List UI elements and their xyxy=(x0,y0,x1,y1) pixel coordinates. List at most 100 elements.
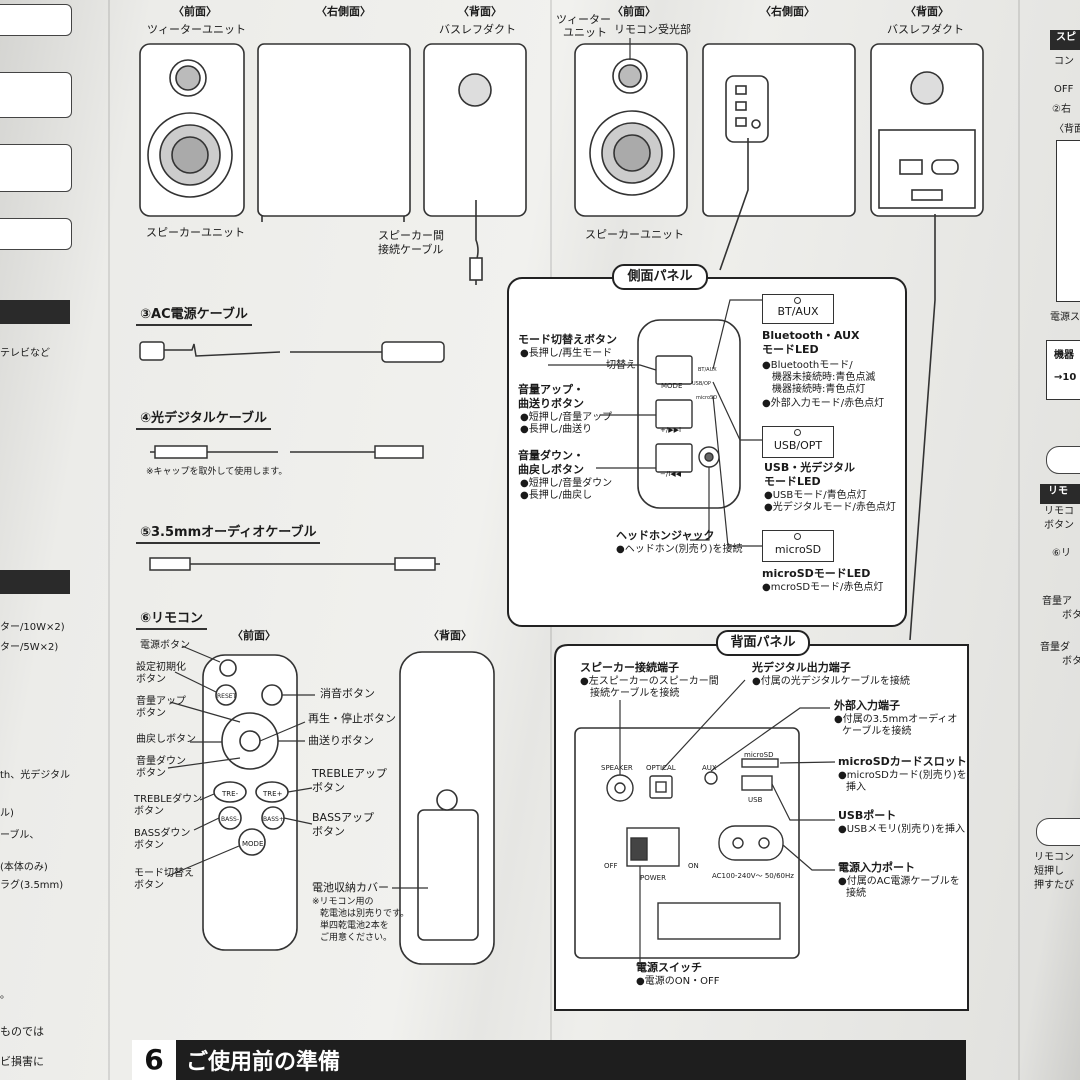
label-speaker-unit: スピーカーユニット xyxy=(585,228,684,241)
left-tab xyxy=(0,218,72,250)
left-edge-text: テレビなど xyxy=(0,348,50,359)
section-6-number: 6 xyxy=(132,1040,176,1080)
reset-button: RESET xyxy=(217,693,237,700)
right-dark-bar xyxy=(1040,484,1080,504)
left-tab xyxy=(0,72,72,118)
led-dot xyxy=(794,297,801,304)
bt-led-title: モードLED xyxy=(762,343,819,356)
fold-line xyxy=(1018,0,1020,1080)
usb-led-desc: ●光デジタルモード/赤色点灯 xyxy=(764,502,896,513)
label-back: 〈背面〉 xyxy=(458,5,502,18)
right-edge-text: ボタ xyxy=(1062,610,1080,621)
tiny-label: BT/AUX xyxy=(698,367,717,373)
speaker-terminal-label: スピーカー接続端子 xyxy=(580,661,679,674)
section-6-title: ご使用前の準備 xyxy=(186,1050,341,1075)
usb-port-label: USBポート xyxy=(838,809,897,822)
right-edge-text: 〈背面 xyxy=(1054,124,1080,135)
right-device-box xyxy=(1056,140,1080,302)
reset-button-label: 設定初期化 xyxy=(136,662,186,673)
volume-down-desc: ●短押し/音量ダウン xyxy=(520,478,613,489)
remote-title: ⑥リモコン xyxy=(136,606,208,630)
optical-note: ※キャップを取外して使用します。 xyxy=(146,467,288,477)
left-tab xyxy=(0,144,72,192)
speaker-terminal-desc: 接続ケーブルを接続 xyxy=(590,688,680,699)
ac-rating: AC100-240V〜 50/60Hz xyxy=(712,872,794,880)
ac-cable-title: ③AC電源ケーブル xyxy=(136,302,252,326)
right-edge-text: 短押し xyxy=(1034,866,1064,877)
left-edge-text: ター/10W×2) xyxy=(0,622,65,633)
left-edge-text: ビ損害に xyxy=(0,1055,44,1068)
usb-slot: USB xyxy=(748,796,763,804)
left-edge-text: ター/5W×2) xyxy=(0,642,59,653)
mode-switch-desc: 切替え xyxy=(606,360,636,371)
mode-button: MODE xyxy=(242,840,264,848)
battery-note: 乾電池は別売りです。 xyxy=(320,909,410,919)
right-edge-text: ボタン xyxy=(1044,520,1074,531)
treble-up-label: TREBLEアップ xyxy=(312,767,387,780)
power-text: POWER xyxy=(640,874,666,882)
label-side: 〈右側面〉 xyxy=(316,5,371,18)
volume-down-button: −/I◀◀ xyxy=(660,470,682,478)
treble-up-label: ボタン xyxy=(312,781,345,794)
left-edge-text: (本体のみ) xyxy=(0,862,48,873)
right-edge-text: リモコ xyxy=(1044,506,1074,517)
mode-button: MODE xyxy=(661,382,683,390)
microsd-slot-desc: ●microSDカード(別売り)を xyxy=(838,770,967,781)
left-edge-text: ものでは xyxy=(0,1025,44,1038)
section-6-banner xyxy=(132,1040,966,1080)
right-edge-text: ②右 xyxy=(1052,104,1071,115)
switch-on-label: ON xyxy=(688,862,699,870)
label-tweeter: ユニット xyxy=(563,26,607,39)
volume-down-label: 音量ダウン xyxy=(136,756,186,767)
volume-up-desc: ●短押し/音量アップ xyxy=(520,412,613,423)
headphone-jack-label: ヘッドホンジャック xyxy=(616,529,715,542)
treble-up-button: TRE+ xyxy=(263,790,283,798)
label-front: 〈前面〉 xyxy=(173,5,217,18)
left-edge-text: ーブル、 xyxy=(0,830,40,841)
optical-out-desc: ●付属の光デジタルケーブルを接続 xyxy=(752,676,910,687)
label-back: 〈背面〉 xyxy=(905,5,949,18)
aux-in-label: 外部入力端子 xyxy=(834,699,900,712)
prev-button-label: 曲戻しボタン xyxy=(136,734,196,745)
volume-down-label: ボタン xyxy=(136,768,166,779)
power-switch-label: 電源スイッチ xyxy=(636,961,702,974)
usb-led-title: USB・光デジタル xyxy=(764,461,856,474)
label-front: 〈前面〉 xyxy=(232,629,276,642)
right-edge-text: コン xyxy=(1054,56,1074,67)
mode-switch-desc: ●長押し/再生モード xyxy=(520,348,613,359)
bt-led-desc: 機器未接続時:青色点滅 xyxy=(772,372,876,383)
battery-cover-label: 電池収納カバー xyxy=(312,881,389,894)
right-edge-text: ⑥リ xyxy=(1052,548,1071,559)
bass-up-label: BASSアップ xyxy=(312,811,375,824)
usb-opt-led: USB/OPT xyxy=(762,426,834,458)
side-panel-title: 側面パネル xyxy=(612,264,708,290)
right-info-box xyxy=(1046,340,1080,400)
label-back: 〈背面〉 xyxy=(428,629,472,642)
label-side: 〈右側面〉 xyxy=(760,5,815,18)
bass-up-button: BASS+ xyxy=(263,816,284,823)
optical-jack-label: OPTICAL xyxy=(646,764,676,772)
power-switch-desc: ●電源のON・OFF xyxy=(636,976,720,987)
microsd-led-title: microSDモードLED xyxy=(762,567,871,580)
left-tab xyxy=(0,4,72,36)
fold-line xyxy=(108,0,110,1080)
bass-down-label: ボタン xyxy=(134,840,164,851)
microsd-slot: microSD xyxy=(744,751,774,759)
label-bass-reflex: バスレフダクト xyxy=(887,23,964,36)
usb-port-desc: ●USBメモリ(別売り)を挿入 xyxy=(838,824,966,835)
right-dark-bar xyxy=(1050,30,1080,50)
audio-cable-title: ⑤3.5mmオーディオケーブル xyxy=(136,520,321,544)
back-panel-title: 背面パネル xyxy=(716,630,810,656)
label-cable: スピーカー間 xyxy=(378,229,444,242)
label-speaker-unit: スピーカーユニット xyxy=(146,226,245,239)
power-button-label: 電源ボタン xyxy=(140,640,190,651)
left-edge-text: ラグ(3.5mm) xyxy=(0,880,64,891)
label-bass-reflex: バスレフダクト xyxy=(439,23,516,36)
volume-up-desc: ●長押し/曲送り xyxy=(520,424,593,435)
right-edge-text: ボタ xyxy=(1062,656,1080,667)
right-edge-text: 電源ス xyxy=(1050,312,1080,323)
right-edge-text: リモコン xyxy=(1034,852,1074,863)
battery-note: ※リモコン用の xyxy=(312,897,374,907)
label-tweeter: ツィーターユニット xyxy=(147,23,246,36)
label-front: 〈前面〉 xyxy=(612,5,656,18)
